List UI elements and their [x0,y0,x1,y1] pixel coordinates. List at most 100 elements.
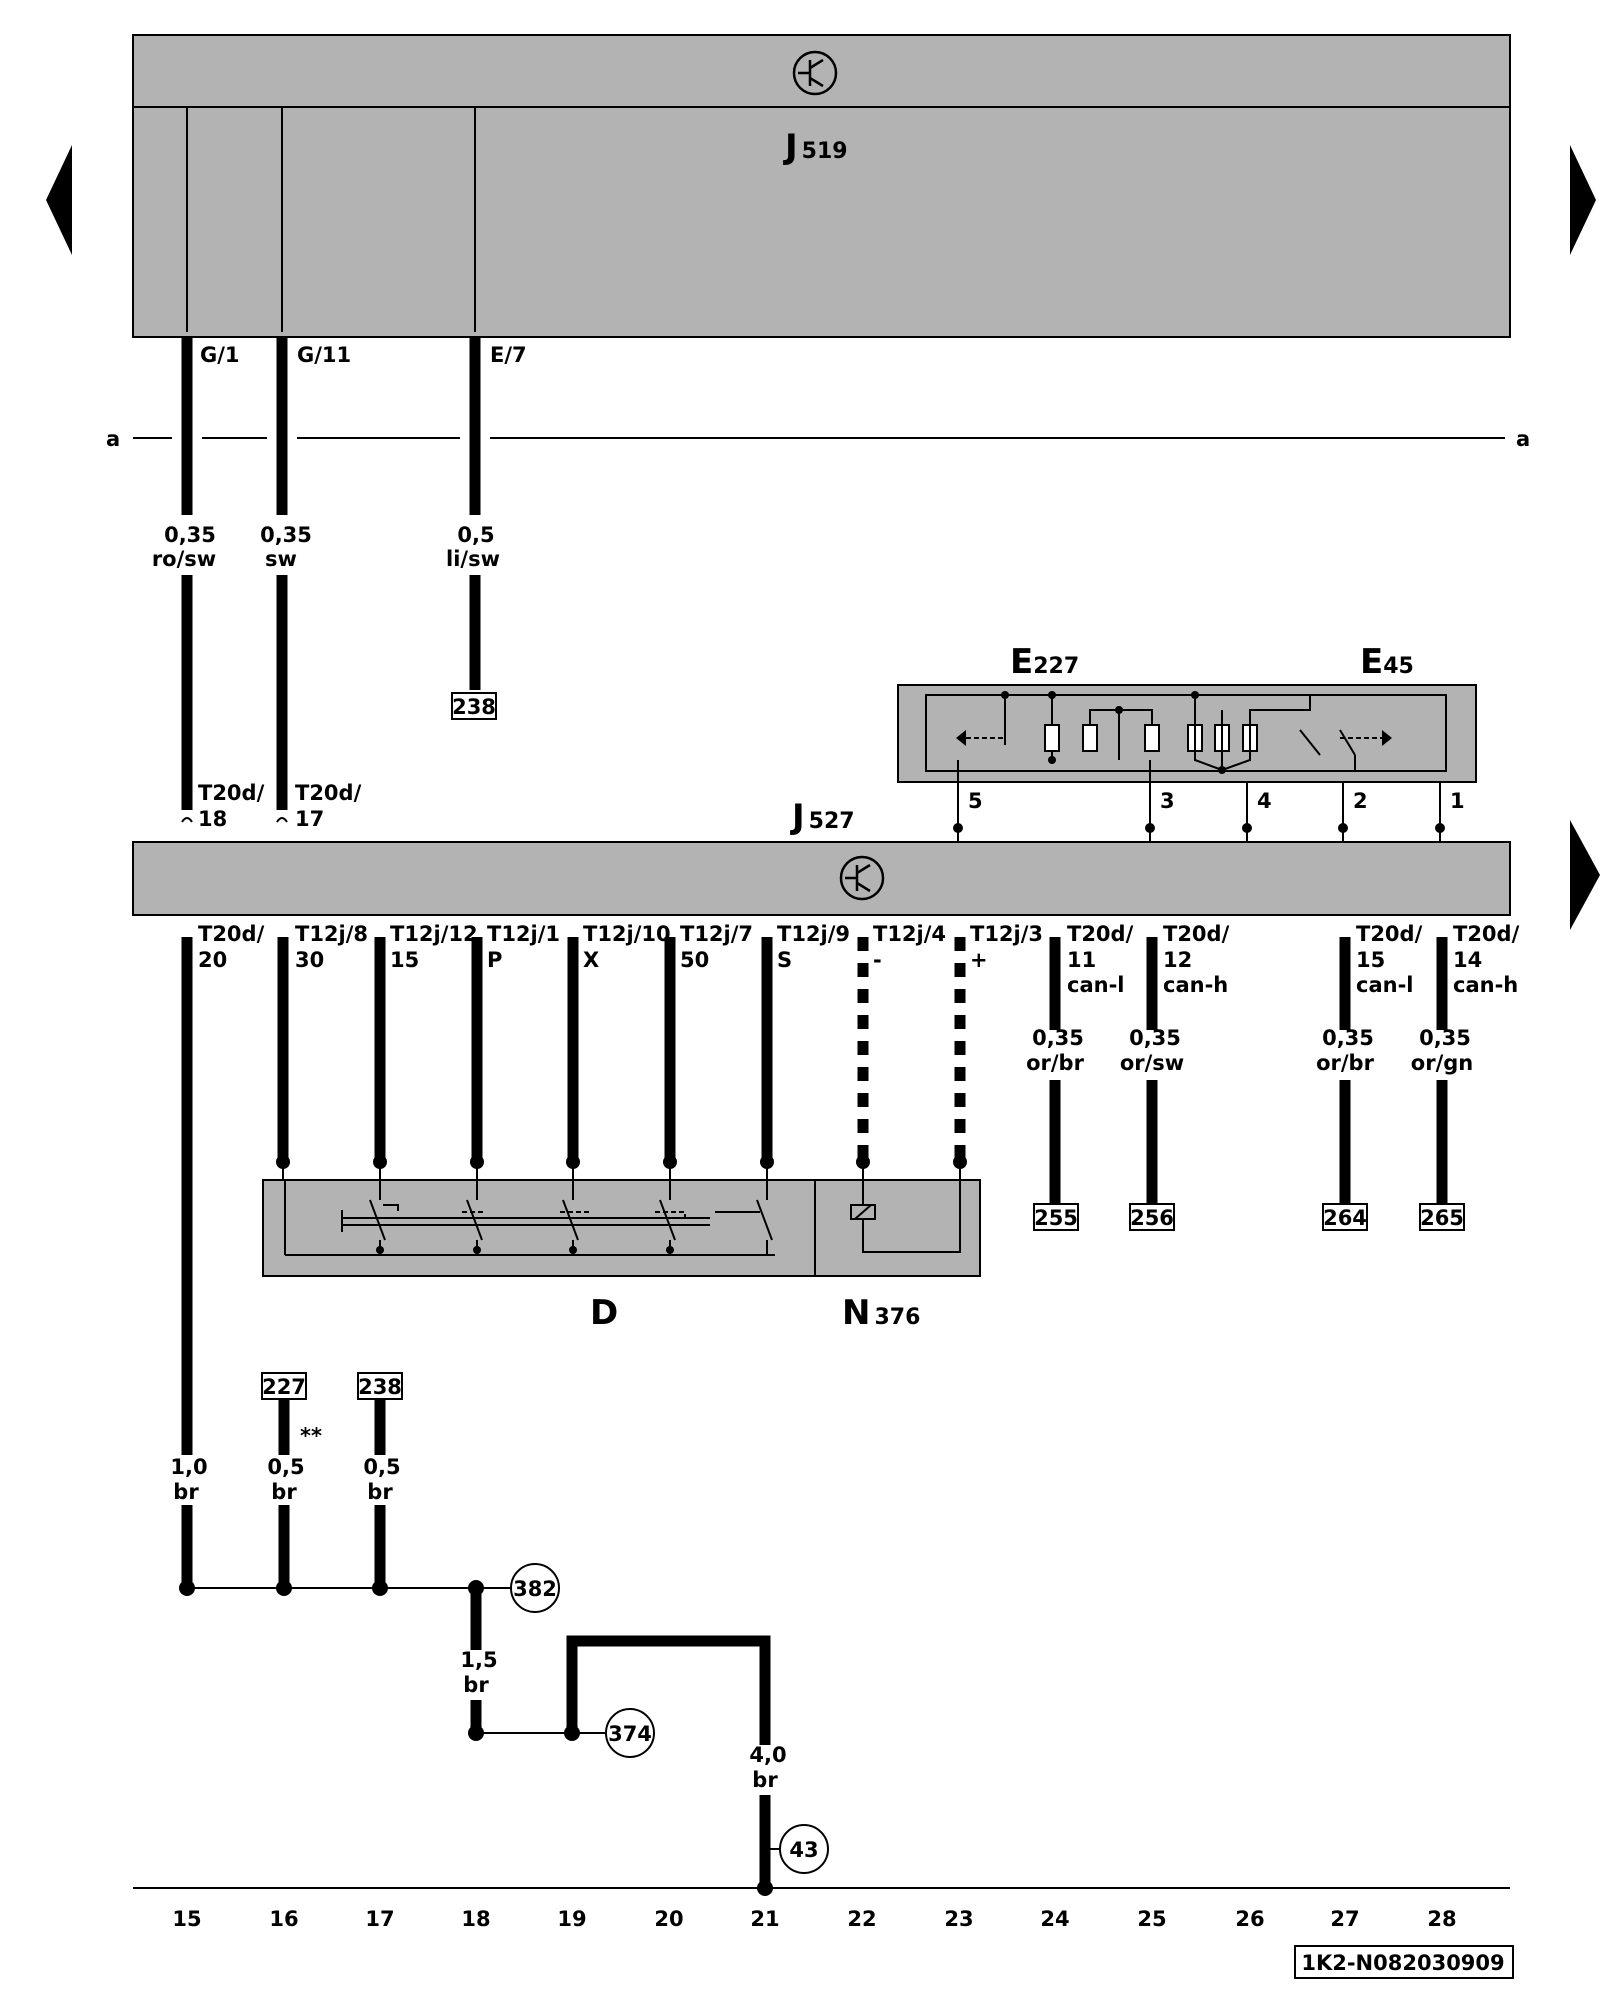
next-page-arrow-icon[interactable] [1570,145,1596,255]
can-color-24: or/br [1026,1051,1084,1075]
electronic-symbol-icon [792,50,838,96]
svg-text:16: 16 [269,1907,298,1931]
divider-label-right: a [1516,427,1530,451]
track-numbers: 15 16 17 18 19 20 21 22 23 24 25 26 27 2… [172,1907,1456,1931]
svg-text:S: S [777,948,792,972]
ground-size-18: 1,5 [460,1648,497,1672]
svg-text:T12j/3: T12j/3 [970,922,1043,946]
e45-label: E45 [1360,642,1414,682]
svg-text:21: 21 [750,1907,779,1931]
conn-t20d-18-b: 18 [198,807,227,831]
d-label: D [590,1293,618,1333]
e-pin-2: 2 [1353,789,1368,813]
svg-text:19: 19 [557,1907,586,1931]
e227-e45-switch-module [897,684,1477,800]
svg-text:30: 30 [295,948,324,972]
can-size-25: 0,35 [1129,1026,1181,1050]
svg-text:238: 238 [358,1375,402,1399]
svg-text:43: 43 [789,1838,818,1862]
svg-text:265: 265 [1420,1206,1464,1230]
svg-text:P: P [487,948,502,972]
d-ignition-switch [262,1162,817,1277]
ground-color-16: br [271,1480,297,1504]
n376-solenoid [814,1162,981,1277]
e-pin-3: 3 [1160,789,1175,813]
j527-bottom-connectors: T20d/ 20 T12j/8 30 T12j/12 15 T12j/1 P T… [198,922,1520,997]
svg-text:12: 12 [1163,948,1192,972]
ref-box-238-bottom: 238 [357,1372,403,1400]
ref-box-256: 256 [1129,1203,1175,1231]
continue-page-arrow-icon[interactable] [1570,820,1600,930]
svg-text:-: - [873,948,882,972]
can-color-27: or/br [1316,1051,1374,1075]
svg-text:T12j/7: T12j/7 [680,922,753,946]
ground-size-16: 0,5 [267,1455,304,1479]
wire-color-g11: sw [265,547,297,571]
svg-text:1K2-N082030909: 1K2-N082030909 [1301,1951,1504,1975]
ref-box-227: 227 [261,1372,307,1400]
svg-text:264: 264 [1323,1206,1367,1230]
svg-text:27: 27 [1330,1907,1359,1931]
ground-color-21: br [752,1768,778,1792]
svg-text:T12j/8: T12j/8 [295,922,368,946]
svg-text:T20d/: T20d/ [1067,922,1134,946]
svg-text:can-h: can-h [1453,973,1518,997]
ref-box-238-top: 238 [451,692,497,720]
svg-text:can-h: can-h [1163,973,1228,997]
j519-pin-g1: G/1 [200,343,240,367]
previous-page-arrow-icon[interactable] [46,145,72,255]
svg-text:26: 26 [1235,1907,1264,1931]
svg-text:50: 50 [680,948,709,972]
ground-size-15: 1,0 [170,1455,207,1479]
wire-size-g11: 0,35 [260,523,312,547]
svg-text:255: 255 [1034,1206,1078,1230]
svg-text:24: 24 [1040,1907,1069,1931]
j519-pin-e7: E/7 [490,343,527,367]
section-divider: a a [106,427,1530,451]
svg-text:28: 28 [1427,1907,1456,1931]
svg-text:T12j/12: T12j/12 [390,922,478,946]
ground-wires [172,1399,782,1896]
wire-size-g1: 0,35 [164,523,216,547]
svg-text:T12j/9: T12j/9 [777,922,850,946]
svg-text:382: 382 [513,1577,557,1601]
ground-point-382: 382 [510,1563,560,1613]
ground-point-374: 374 [605,1708,655,1758]
can-wires [1049,937,1448,1205]
svg-text:T12j/10: T12j/10 [583,922,671,946]
e-pin-1: 1 [1450,789,1465,813]
svg-text:can-l: can-l [1356,973,1413,997]
ground-size-21: 4,0 [749,1743,786,1767]
svg-text:23: 23 [944,1907,973,1931]
ref-box-264: 264 [1322,1203,1368,1231]
svg-text:22: 22 [847,1907,876,1931]
conn-t20d-17-b: 17 [295,807,324,831]
divider-label-left: a [106,427,120,451]
wire-color-e7: li/sw [446,547,500,571]
e227-label: E227 [1010,642,1079,682]
svg-text:20: 20 [198,948,227,972]
ground-size-17: 0,5 [363,1455,400,1479]
wire-size-e7: 0,5 [457,523,494,547]
svg-text:T20d/: T20d/ [1453,922,1520,946]
svg-text:17: 17 [365,1907,394,1931]
j519-pin-g11: G/11 [297,343,351,367]
svg-text:T12j/1: T12j/1 [487,922,560,946]
ground-color-18: br [463,1673,489,1697]
svg-text:25: 25 [1137,1907,1166,1931]
svg-text:14: 14 [1453,948,1482,972]
svg-text:374: 374 [608,1722,652,1746]
can-size-27: 0,35 [1322,1026,1374,1050]
can-size-28: 0,35 [1419,1026,1471,1050]
e-pin-4: 4 [1257,789,1272,813]
can-size-24: 0,35 [1032,1026,1084,1050]
svg-text:T20d/: T20d/ [1356,922,1423,946]
footnote-mark: ** [300,1424,322,1448]
svg-text:15: 15 [172,1907,201,1931]
svg-text:T20d/: T20d/ [1163,922,1230,946]
svg-text:X: X [583,948,599,972]
